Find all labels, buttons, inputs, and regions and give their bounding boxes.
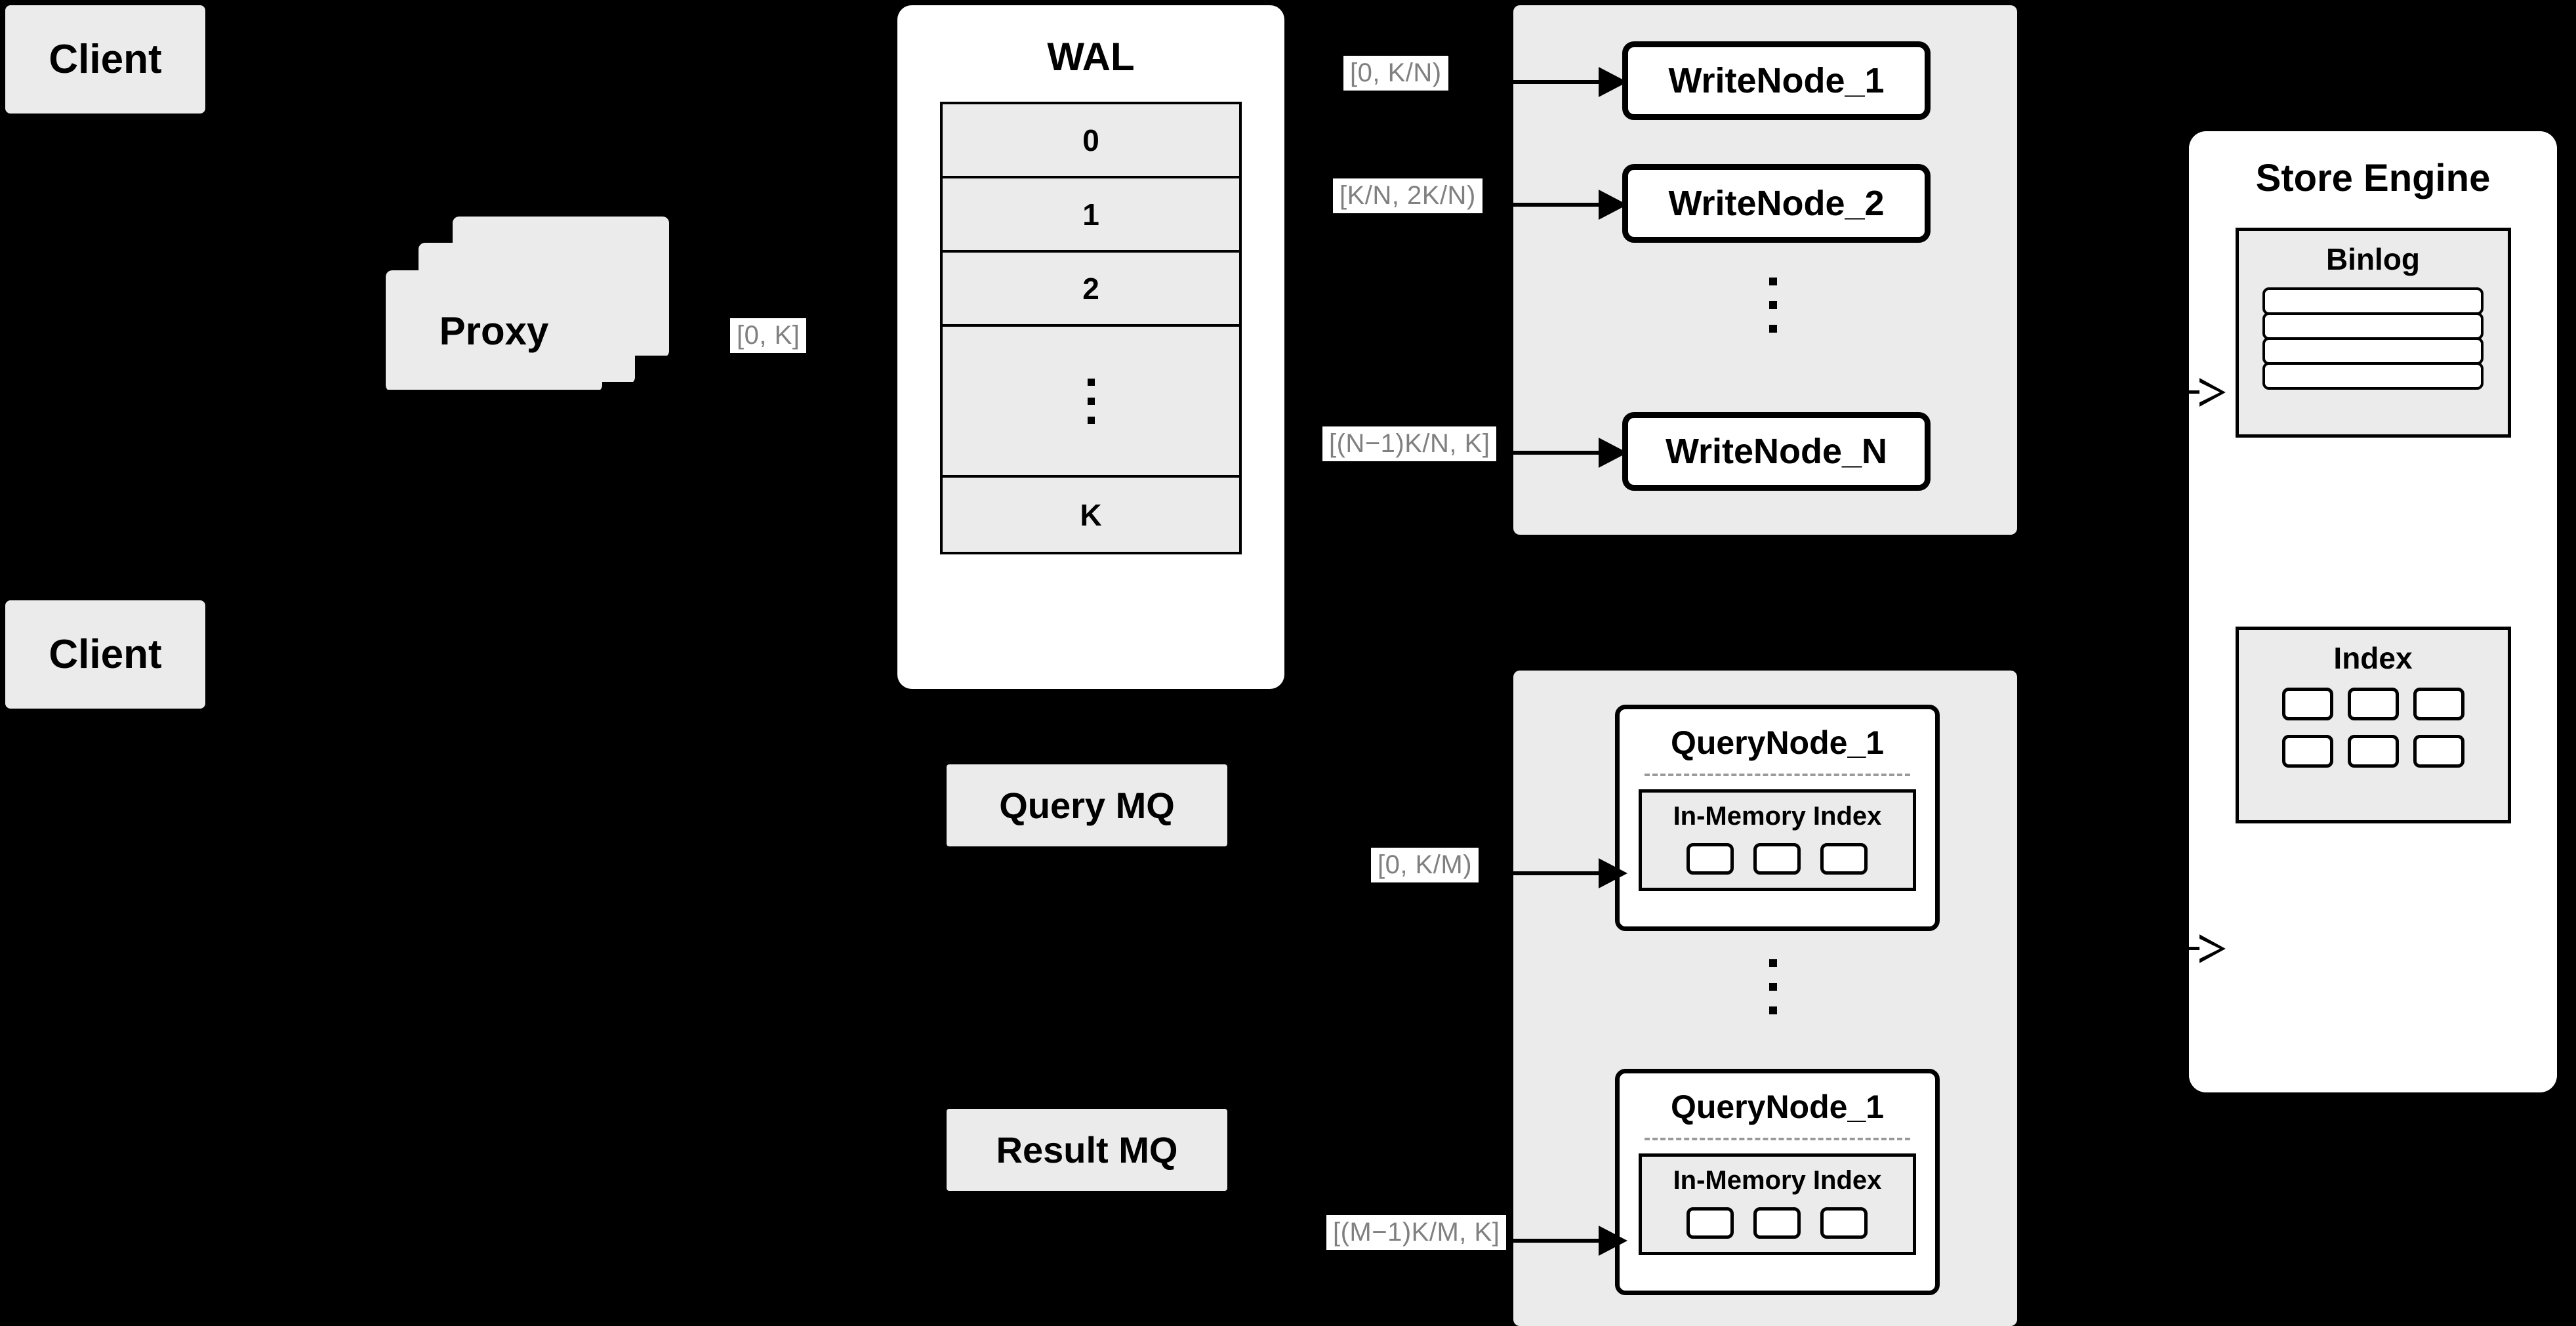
- store-engine-title: Store Engine: [2255, 157, 2491, 199]
- client-label: Client: [49, 37, 162, 82]
- ellipsis-dot: [1769, 278, 1777, 285]
- ellipsis-dot: [1087, 416, 1095, 424]
- wal-panel: WAL 0 1 2 K: [897, 5, 1284, 689]
- arrow-head-writenode-1: [1599, 67, 1627, 97]
- store-engine-panel: Store Engine Binlog Index: [2189, 131, 2557, 1092]
- query-mq-box[interactable]: Query MQ: [947, 764, 1227, 846]
- query-node-1[interactable]: QueryNode_1 In-Memory Index: [1615, 705, 1940, 931]
- write-node-1[interactable]: WriteNode_1: [1622, 41, 1931, 120]
- index-cell: [2347, 735, 2399, 768]
- query-node-ellipsis: [1769, 959, 1777, 1014]
- wal-row: K: [1080, 497, 1102, 532]
- index-panel[interactable]: Index: [2235, 627, 2511, 823]
- in-memory-index-title: In-Memory Index: [1673, 802, 1882, 831]
- in-memory-index-cells: [1687, 1207, 1868, 1239]
- arrow-line-binlog: [2168, 390, 2206, 394]
- binlog-row: [2262, 362, 2484, 390]
- ellipsis-dot: [1769, 983, 1777, 991]
- ellipsis-dot: [1769, 1006, 1777, 1014]
- range-label-querynode-m: [(M−1)K/M, K]: [1326, 1215, 1507, 1250]
- arrow-line-querynode-1: [1513, 871, 1605, 875]
- arrow-line-writenode-1: [1513, 80, 1605, 84]
- arrow-head-querynode-1: [1599, 858, 1627, 888]
- in-memory-index-title: In-Memory Index: [1673, 1166, 1882, 1195]
- range-label-writenode-2: [K/N, 2K/N): [1333, 178, 1482, 213]
- query-node-title: QueryNode_1: [1670, 724, 1885, 761]
- index-cell: [1687, 1207, 1734, 1239]
- index-cell-grid: [2281, 688, 2464, 768]
- range-label-proxy-wal: [0, K]: [730, 318, 807, 353]
- arrow-head-index: [2199, 934, 2226, 963]
- write-node-n[interactable]: WriteNode_N: [1622, 412, 1931, 491]
- arrow-line-writenode-n: [1513, 451, 1605, 455]
- binlog-row: [2262, 312, 2484, 340]
- binlog-panel[interactable]: Binlog: [2235, 228, 2511, 438]
- ellipsis-dot: [1087, 397, 1095, 405]
- wal-row-ellipsis: [943, 327, 1239, 478]
- ellipsis-dot: [1769, 301, 1777, 309]
- arrow-line-index: [2168, 947, 2206, 950]
- client-label: Client: [49, 632, 162, 677]
- query-node-title: QueryNode_1: [1670, 1088, 1885, 1125]
- index-cell: [1753, 1207, 1801, 1239]
- arrow-head-querynode-m: [1599, 1226, 1627, 1256]
- query-node-divider: [1645, 1138, 1910, 1140]
- binlog-title: Binlog: [2325, 242, 2421, 276]
- index-cell: [2413, 688, 2464, 720]
- index-cell: [2281, 688, 2333, 720]
- index-cell: [1753, 843, 1801, 875]
- proxy-label: Proxy: [439, 309, 549, 353]
- ellipsis-dot: [1769, 325, 1777, 333]
- index-cell: [1687, 843, 1734, 875]
- binlog-row-list: [2262, 287, 2484, 390]
- wal-row-list: 0 1 2 K: [940, 102, 1242, 554]
- index-cell: [2413, 735, 2464, 768]
- index-cell: [2281, 735, 2333, 768]
- index-cell: [1820, 843, 1868, 875]
- result-mq-box[interactable]: Result MQ: [947, 1109, 1227, 1191]
- index-cell: [2347, 688, 2399, 720]
- in-memory-index-cells: [1687, 843, 1868, 875]
- ellipsis-dot: [1769, 959, 1777, 967]
- wal-row: 0: [943, 104, 1239, 178]
- client-box-top[interactable]: Client: [5, 5, 205, 114]
- range-label-writenode-n: [(N−1)K/N, K]: [1322, 426, 1497, 461]
- binlog-row: [2262, 287, 2484, 315]
- result-mq-label: Result MQ: [996, 1129, 1178, 1171]
- range-label-querynode-1: [0, K/M): [1371, 848, 1479, 882]
- ellipsis-dot: [1087, 378, 1095, 386]
- proxy-card-front-edge: [384, 390, 603, 394]
- proxy-stack[interactable]: Proxy: [380, 210, 670, 433]
- wal-row: 2: [943, 253, 1239, 327]
- write-node-2[interactable]: WriteNode_2: [1622, 164, 1931, 243]
- index-title: Index: [2333, 641, 2413, 675]
- arrow-line-querynode-m: [1513, 1239, 1605, 1243]
- wal-title: WAL: [1047, 35, 1135, 79]
- index-cell: [1820, 1207, 1868, 1239]
- arrow-line-writenode-2: [1513, 203, 1605, 207]
- arrow-head-writenode-n: [1599, 438, 1627, 468]
- query-node-cluster: QueryNode_1 In-Memory Index QueryNode_1 …: [1513, 671, 2017, 1326]
- write-node-ellipsis: [1769, 278, 1777, 333]
- in-memory-index-panel: In-Memory Index: [1638, 789, 1917, 891]
- query-node-m[interactable]: QueryNode_1 In-Memory Index: [1615, 1069, 1940, 1295]
- arrow-head-binlog: [2199, 378, 2226, 407]
- query-mq-label: Query MQ: [999, 785, 1175, 826]
- in-memory-index-panel: In-Memory Index: [1638, 1153, 1917, 1255]
- range-label-writenode-1: [0, K/N): [1343, 56, 1448, 91]
- client-box-bottom[interactable]: Client: [5, 600, 205, 709]
- proxy-card-front[interactable]: Proxy: [386, 270, 602, 392]
- arrow-head-writenode-2: [1599, 190, 1627, 220]
- wal-row: 1: [943, 178, 1239, 253]
- binlog-row: [2262, 337, 2484, 365]
- query-node-divider: [1645, 774, 1910, 776]
- write-node-cluster: WriteNode_1 WriteNode_2 WriteNode_N: [1513, 5, 2017, 535]
